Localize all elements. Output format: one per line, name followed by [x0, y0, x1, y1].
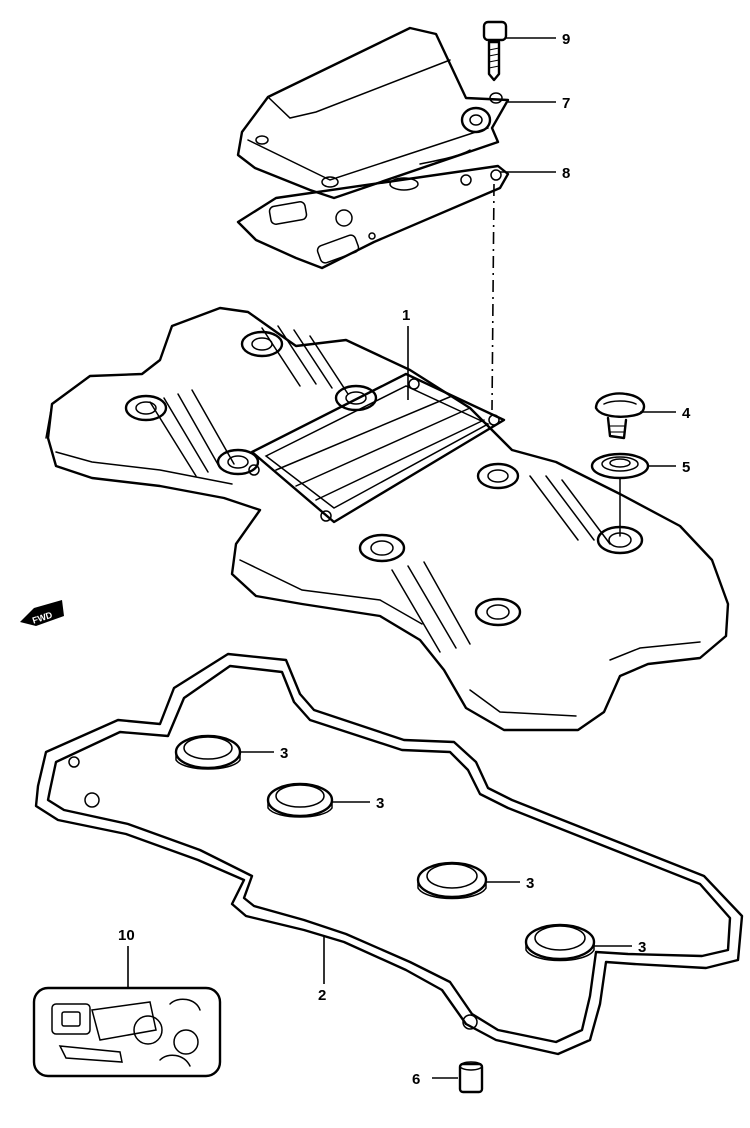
callout-8: 8 [562, 165, 570, 182]
callout-3b: 3 [376, 795, 384, 812]
cover-gasket [34, 652, 744, 1056]
fwd-arrow-icon: FWD [20, 600, 64, 626]
callout-3c: 3 [526, 875, 534, 892]
callout-7: 7 [562, 95, 570, 112]
seal-ring-4 [524, 923, 596, 962]
dowel-pin [458, 1061, 484, 1094]
callout-5: 5 [682, 459, 690, 476]
callout-3a: 3 [280, 745, 288, 762]
callout-9: 9 [562, 31, 570, 48]
bolt [482, 20, 508, 82]
cylinder-head-cover [45, 306, 730, 732]
leader-lines [127, 37, 676, 1079]
callout-3d: 3 [638, 939, 646, 956]
callout-10: 10 [118, 927, 135, 944]
washer [590, 452, 650, 537]
breather-gasket [236, 164, 510, 270]
cap-bolt [594, 392, 646, 440]
seal-ring-3 [416, 861, 488, 900]
breather-cover [236, 26, 510, 200]
gasket-set [32, 986, 222, 1078]
callout-4: 4 [682, 405, 691, 422]
assembly-line [491, 183, 495, 411]
callout-1: 1 [402, 307, 410, 324]
callout-6: 6 [412, 1071, 420, 1088]
seal-ring-2 [266, 782, 334, 818]
seal-ring-1 [174, 734, 242, 770]
callout-2: 2 [318, 987, 326, 1004]
